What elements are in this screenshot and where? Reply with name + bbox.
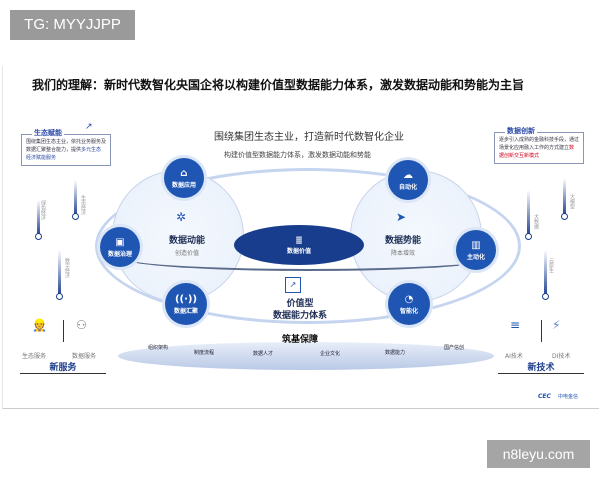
pin-label: 数字经济	[64, 258, 70, 278]
innovation-box-text: 逐步引入成熟的金融科技手段，通过场景化应用融入工作的方式建立	[499, 137, 580, 151]
node-label: 智能化	[399, 307, 418, 315]
pin-label: 云原生	[548, 258, 554, 273]
core-line1: 价值型	[286, 299, 314, 309]
pin-label: 绿色经济	[40, 200, 46, 220]
database-icon: ≣	[295, 235, 303, 246]
pin	[525, 190, 532, 240]
foundation-item: 制度流程	[194, 350, 215, 356]
new-tech-title: 新技术	[498, 360, 584, 374]
eco-box-highlight: 多元生态经济赋能服务	[26, 147, 102, 161]
worker-icon: 👷	[32, 318, 47, 332]
right-circle-sub: 降本增效	[390, 250, 415, 257]
cec-logo: CEC	[538, 393, 551, 400]
node-label: 数据应用	[171, 181, 196, 189]
pin	[72, 180, 79, 220]
ai-icon: ▣	[115, 236, 125, 248]
bar-chart-icon: ▥	[471, 239, 481, 251]
subtitle: 围绕集团生态主业，打造新时代数智化企业	[214, 132, 404, 143]
orbit	[95, 168, 521, 324]
traffic-light-icon: ≡	[510, 318, 521, 332]
gauge-icon: ◔	[404, 293, 414, 305]
node-label: 数据汇聚	[173, 307, 198, 315]
node-data-aggregation: ((·)) 数据汇聚	[165, 283, 207, 325]
foundation-title: 筑基保障	[281, 335, 318, 345]
left-circle-title: 数据动能	[168, 236, 205, 246]
paper-plane-icon: ➤	[396, 210, 407, 224]
tech-item: DI技术	[552, 353, 571, 360]
right-circle-title: 数据势能	[384, 236, 421, 246]
pin-label: 生态经济	[80, 195, 86, 215]
foundation-item: 国产信创	[444, 345, 465, 351]
plug-icon: ⚡	[552, 318, 561, 332]
core-line2: 数据能力体系	[272, 311, 327, 321]
data-value-center: ≣数据价值	[234, 225, 364, 265]
left-circle-sub: 创造价值	[174, 250, 199, 257]
node-proactive: ▥ 主动化	[456, 230, 496, 270]
trend-icon: ↗	[85, 122, 93, 132]
eco-box: 生态赋能 围绕集团生态主业，依托业务服务及数据汇聚整合能力，提供多元生态经济赋能…	[21, 129, 111, 166]
innovation-box: 数据创新 逐步引入成熟的金融科技手段，通过场景化应用融入工作的方式建立数据创新交…	[494, 127, 584, 164]
foundation-platform	[118, 342, 494, 370]
innovation-box-highlight: 数据创新交互新模式	[499, 145, 575, 159]
node-data-governance: ▣ 数据治理	[100, 227, 140, 267]
new-service-title: 新服务	[20, 360, 106, 374]
subtitle-2: 构建价值型数据能力体系，激发数据动能和势能	[224, 151, 371, 159]
home-icon: ⌂	[180, 167, 188, 179]
aperture-icon: ✲	[176, 210, 187, 224]
service-item: 生态服务	[22, 353, 47, 360]
eco-box-text: 围绕集团生态主业，依托业务服务及数据汇聚整合能力，提供	[26, 139, 107, 153]
pin	[561, 178, 568, 220]
user-service-icon: ⚇	[76, 318, 87, 332]
foundation-item: 企业文化	[320, 351, 341, 357]
node-intelligent: ◔ 智能化	[388, 283, 430, 325]
center-label: 数据价值	[286, 247, 311, 255]
foundation-item: 组织架构	[148, 345, 169, 351]
pin	[35, 200, 42, 240]
divider	[541, 320, 542, 342]
signal-icon: ((·))	[174, 293, 198, 305]
node-label: 数据治理	[107, 250, 132, 258]
node-automation: ☁ 自动化	[388, 160, 428, 200]
slide-title: 我们的理解：新时代数智化央国企将以构建价值型数据能力体系，激发数据动能和势能为主…	[32, 78, 525, 92]
company-logo: 中电金信	[558, 394, 579, 400]
eco-box-title: 生态赋能	[32, 129, 64, 137]
foundation-item: 数据人才	[253, 351, 274, 357]
divider	[63, 320, 64, 342]
foundation-item: 数据能力	[385, 350, 406, 356]
tech-item: AI技术	[505, 353, 523, 360]
growth-chart-icon: ↗	[285, 277, 301, 293]
pin-label: 大模型	[569, 194, 575, 209]
node-data-application: ⌂ 数据应用	[164, 158, 204, 198]
node-label: 自动化	[398, 183, 417, 191]
pin	[542, 250, 549, 300]
pin-label: 大数据	[533, 214, 539, 229]
innovation-box-title: 数据创新	[505, 127, 537, 135]
site-watermark: n8leyu.com	[487, 440, 590, 468]
watermark: TG: MYYJJPP	[10, 10, 135, 40]
pin	[56, 250, 63, 300]
robot-icon: ☁	[403, 169, 413, 181]
service-item: 数据服务	[72, 353, 97, 360]
node-label: 主动化	[466, 253, 485, 261]
